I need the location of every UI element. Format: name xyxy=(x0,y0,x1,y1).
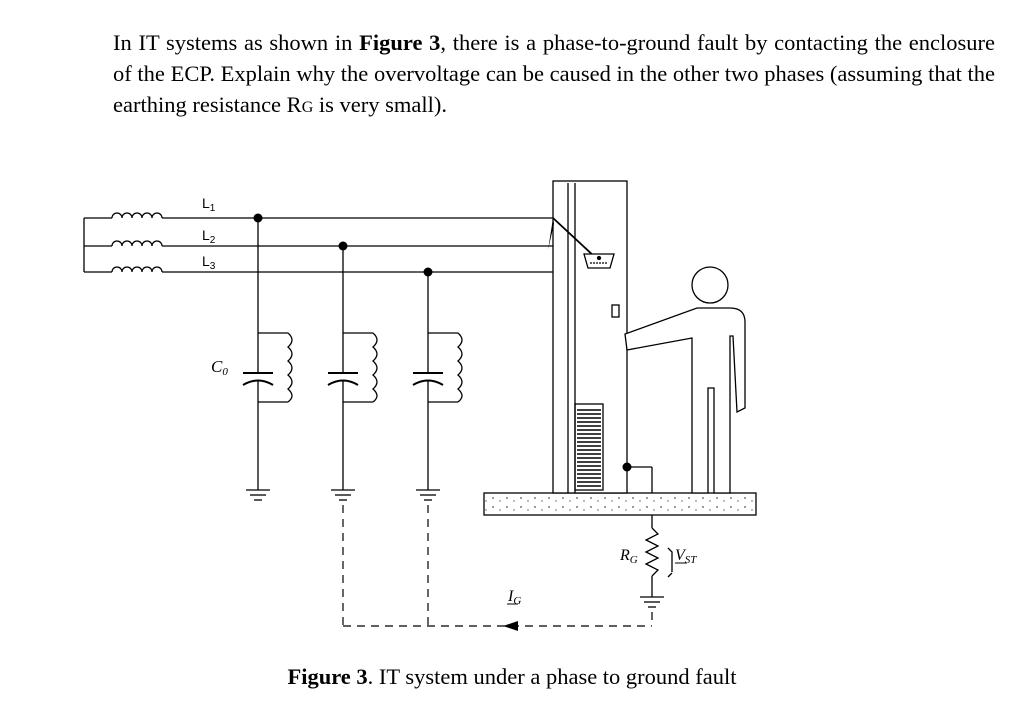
source-coil-l2 xyxy=(84,240,163,247)
ecp-cabinet xyxy=(552,180,628,494)
fault-contact xyxy=(548,217,597,259)
enclosure-earth-dot xyxy=(622,462,632,472)
phase-label-l3: L3 xyxy=(202,253,216,272)
leakage-branch-1 xyxy=(242,218,293,501)
source-coil-l3 xyxy=(84,266,163,273)
phase-label-l2: L2 xyxy=(202,227,216,246)
caption-figure-number: Figure 3 xyxy=(287,664,368,689)
current-label: IG xyxy=(507,588,521,607)
current-arrow-icon xyxy=(503,621,518,631)
enclosure-earth-wire xyxy=(627,466,673,608)
person-figure xyxy=(624,266,746,494)
question-subscript: G xyxy=(301,99,314,116)
leakage-branch-3 xyxy=(412,272,463,501)
question-part1: In IT systems as shown in xyxy=(113,30,360,55)
source-coil-l1 xyxy=(84,212,163,219)
question-part3: is very small). xyxy=(313,92,447,117)
question-text: In IT systems as shown in Figure 3, ther… xyxy=(113,27,995,123)
display-panel-icon xyxy=(583,253,615,269)
phase-label-l1: L1 xyxy=(202,195,216,214)
voltage-label: VST xyxy=(675,547,697,566)
resistor-label: RG xyxy=(619,547,638,566)
cabinet-vent-grille xyxy=(577,409,601,487)
figure-caption: Figure 3. IT system under a phase to gro… xyxy=(0,664,1024,690)
leakage-branch-2 xyxy=(327,246,378,501)
capacitor-label: C0 xyxy=(211,357,228,378)
fault-current-path xyxy=(342,505,653,627)
figure-reference: Figure 3 xyxy=(359,30,441,55)
question-part2: , there is a phase-to-ground fault by co… xyxy=(113,30,996,117)
caption-text: . IT system under a phase to ground faul… xyxy=(367,664,737,689)
ground-slab xyxy=(483,492,757,516)
